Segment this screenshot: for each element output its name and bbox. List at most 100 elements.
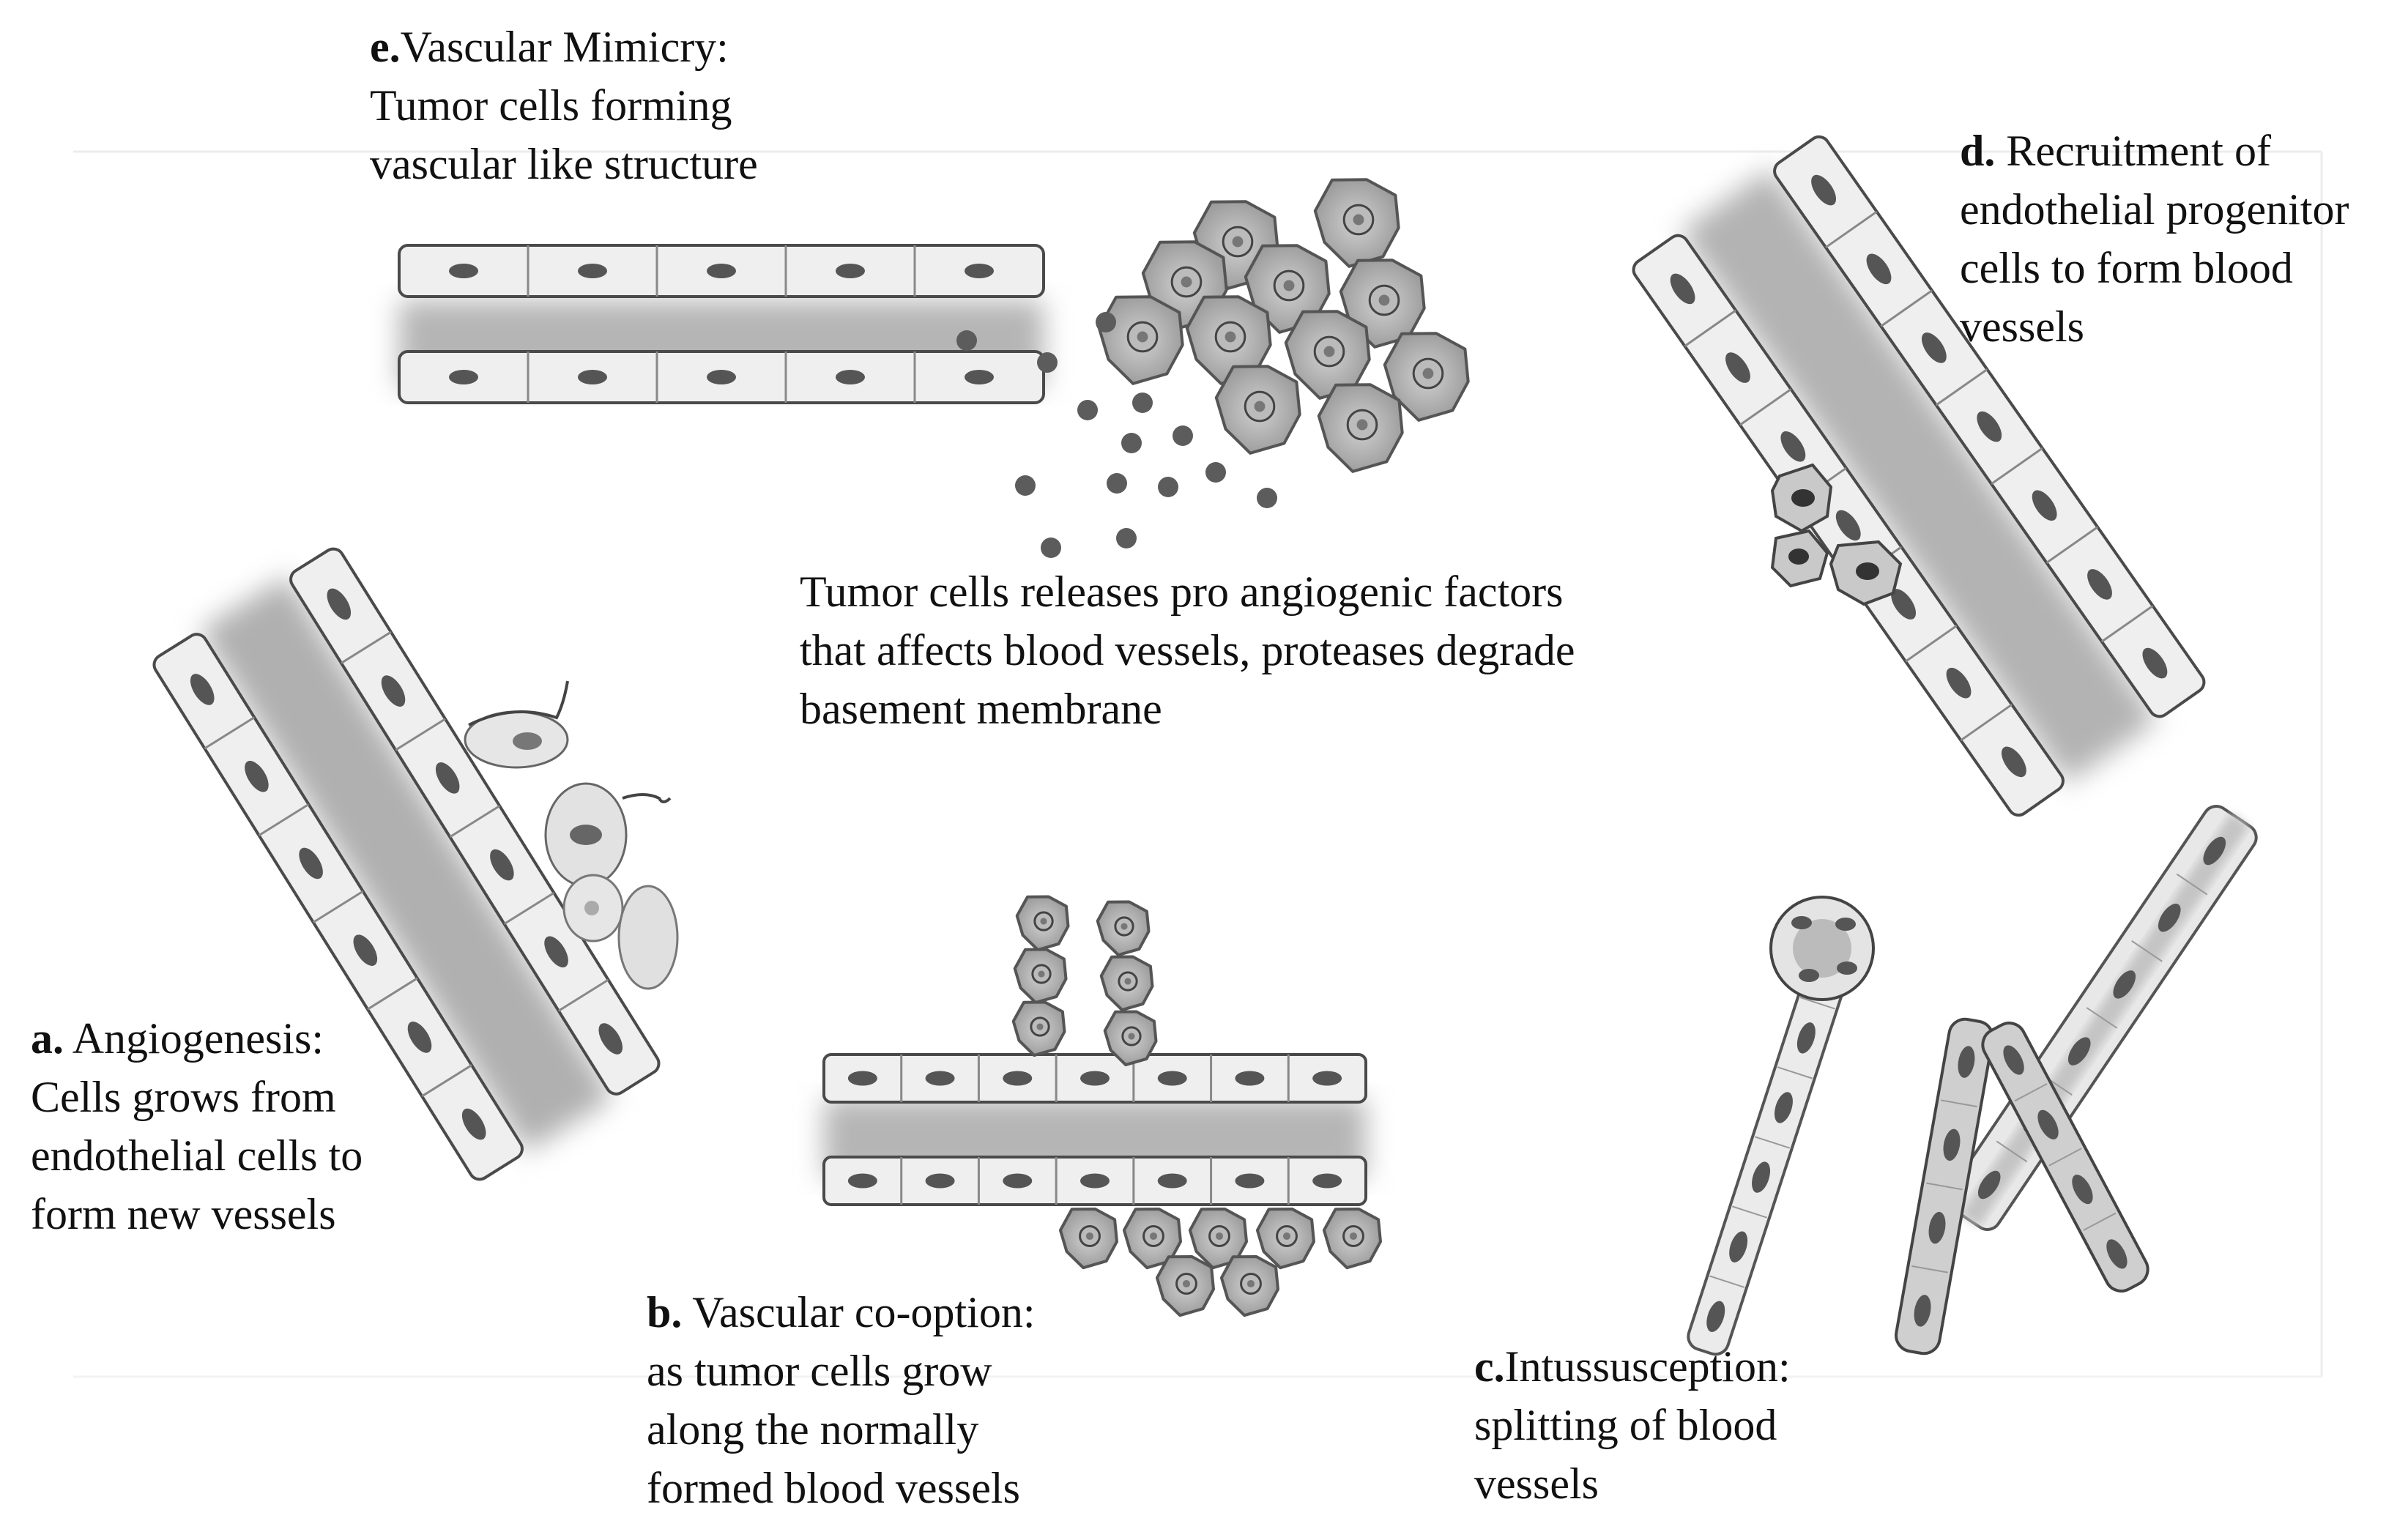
cell-border <box>1935 368 1988 406</box>
tumor-nucleolus <box>1038 970 1045 978</box>
endothelial-nucleus <box>1003 1173 1033 1189</box>
angiogenesis-vessel <box>152 547 661 1181</box>
endothelial-nucleus <box>1866 253 1892 285</box>
cell-border <box>1777 1066 1813 1079</box>
cell-border <box>1684 309 1736 347</box>
tumor-nucleolus <box>1215 1232 1224 1241</box>
label-b-line: Vascular co-option: <box>682 1288 1036 1336</box>
pro-angiogenic-factor-dot <box>1121 433 1142 453</box>
co-opting-tumor-cells <box>1011 895 1382 1317</box>
endothelial-nucleus <box>381 675 406 707</box>
label-letter-b: b. <box>647 1288 683 1336</box>
endothelial-nucleus <box>1928 1211 1946 1244</box>
endothelial-nucleus <box>490 849 514 881</box>
endothelial-nucleus <box>707 370 736 384</box>
endothelial-nucleus <box>2106 1239 2128 1269</box>
tumor-nucleolus <box>1232 236 1244 248</box>
cell-border <box>258 803 310 837</box>
cell-border <box>341 631 392 664</box>
tumor-cell-cluster <box>1097 178 1470 473</box>
tumor-nucleolus <box>1349 1232 1358 1241</box>
endothelial-nucleus <box>1914 1295 1931 1327</box>
intussusception-vessels <box>1687 805 2258 1356</box>
endothelial-nucleus <box>1946 667 1972 699</box>
endothelial-nucleus <box>1157 1173 1187 1189</box>
endothelial-nucleus <box>1312 1173 1342 1189</box>
cell-border <box>421 1064 472 1098</box>
endothelial-nucleus <box>1774 1092 1793 1123</box>
endothelial-nucleus <box>1796 1022 1816 1054</box>
endothelial-nucleus <box>353 934 378 966</box>
tumor-nucleolus <box>1137 331 1148 343</box>
label-e-line: Tumor cells forming <box>370 81 732 130</box>
endothelial-nucleus <box>2142 647 2168 679</box>
endothelial-nucleus <box>1729 1231 1748 1262</box>
sprouting-endothelial-cells <box>464 680 679 990</box>
endothelial-nucleus <box>598 1023 623 1055</box>
cell-border <box>2086 1007 2118 1029</box>
endothelial-nucleus <box>1780 431 1806 462</box>
label-letter-c: c. <box>1474 1342 1505 1391</box>
label-letter-e: e. <box>370 23 401 71</box>
tumor-nucleolus <box>1323 346 1335 357</box>
label-b-line: as tumor cells grow <box>647 1347 992 1395</box>
cell-border <box>1905 625 1958 663</box>
endothelial-nucleus <box>578 370 607 384</box>
label-center-line: that affects blood vessels, proteases de… <box>800 626 1575 674</box>
cell-border <box>1991 447 2043 486</box>
endothelial-nucleus <box>407 1022 432 1053</box>
cell-border <box>2131 940 2163 962</box>
endothelial-nucleus <box>1752 1161 1771 1193</box>
endothelial-nucleus <box>1891 589 1917 620</box>
cell-border <box>395 718 446 751</box>
tumor-nucleolus <box>1356 419 1368 431</box>
label-a-line: Cells grows from <box>31 1073 336 1121</box>
cell-border <box>367 977 418 1011</box>
cell-border <box>1799 997 1835 1010</box>
label-a-line: form new vessels <box>31 1190 336 1238</box>
pro-angiogenic-factor-dot <box>1257 488 1277 508</box>
endothelial-nucleus <box>2067 1037 2091 1066</box>
label-d-recruitment: d. Recruitment of endothelial progenitor… <box>1960 122 2349 356</box>
label-letter-a: a. <box>31 1014 64 1063</box>
endothelial-nucleus <box>327 588 352 620</box>
endothelial-progenitor-cells <box>1770 463 1903 606</box>
cell-border <box>1754 1136 1791 1149</box>
co-option-vessel <box>822 1053 1367 1206</box>
pro-angiogenic-factor-dot <box>1096 312 1116 332</box>
label-b-line: formed blood vessels <box>647 1464 1020 1512</box>
tumor-nucleolus <box>1085 1232 1094 1241</box>
endothelial-nucleus <box>847 1173 877 1189</box>
endothelial-nucleus <box>544 936 568 968</box>
cell-border <box>503 891 555 925</box>
endothelial-nucleus <box>1921 332 1947 363</box>
endothelial-nucleus <box>1157 1071 1187 1086</box>
tumor-nucleolus <box>1149 1232 1158 1241</box>
label-a-line: Angiogenesis: <box>64 1014 324 1063</box>
endothelial-nucleus <box>2158 903 2181 932</box>
endothelial-nucleus <box>449 264 478 278</box>
endothelial-nucleus <box>1943 1128 1961 1161</box>
cell-border <box>557 978 609 1012</box>
pro-angiogenic-factor-dot <box>1107 473 1127 494</box>
cell-border <box>1941 1099 1977 1108</box>
endothelial-nucleus <box>1835 510 1861 541</box>
panel-frame <box>73 150 2323 1378</box>
tumor-nucleolus <box>1254 401 1266 412</box>
endothelial-nucleus <box>2203 836 2226 866</box>
endothelial-nucleus <box>1811 174 1837 206</box>
endothelial-nucleus <box>836 264 865 278</box>
endothelial-nucleus <box>2087 569 2112 600</box>
cell-border <box>312 890 364 923</box>
endothelial-nucleus <box>1977 1170 2001 1200</box>
endothelial-nucleus <box>836 370 865 384</box>
pro-angiogenic-factor-dot <box>1205 462 1226 483</box>
label-e-line: Vascular Mimicry: <box>400 23 729 71</box>
label-a-line: endothelial cells to <box>31 1131 363 1180</box>
endothelial-nucleus <box>1977 411 2002 442</box>
endothelial-nucleus <box>965 370 994 384</box>
endothelial-nucleus <box>435 762 460 794</box>
tumor-nucleolus <box>1378 294 1390 306</box>
tumor-nucleolus <box>1182 1279 1191 1288</box>
endothelial-nucleus <box>1725 352 1750 383</box>
